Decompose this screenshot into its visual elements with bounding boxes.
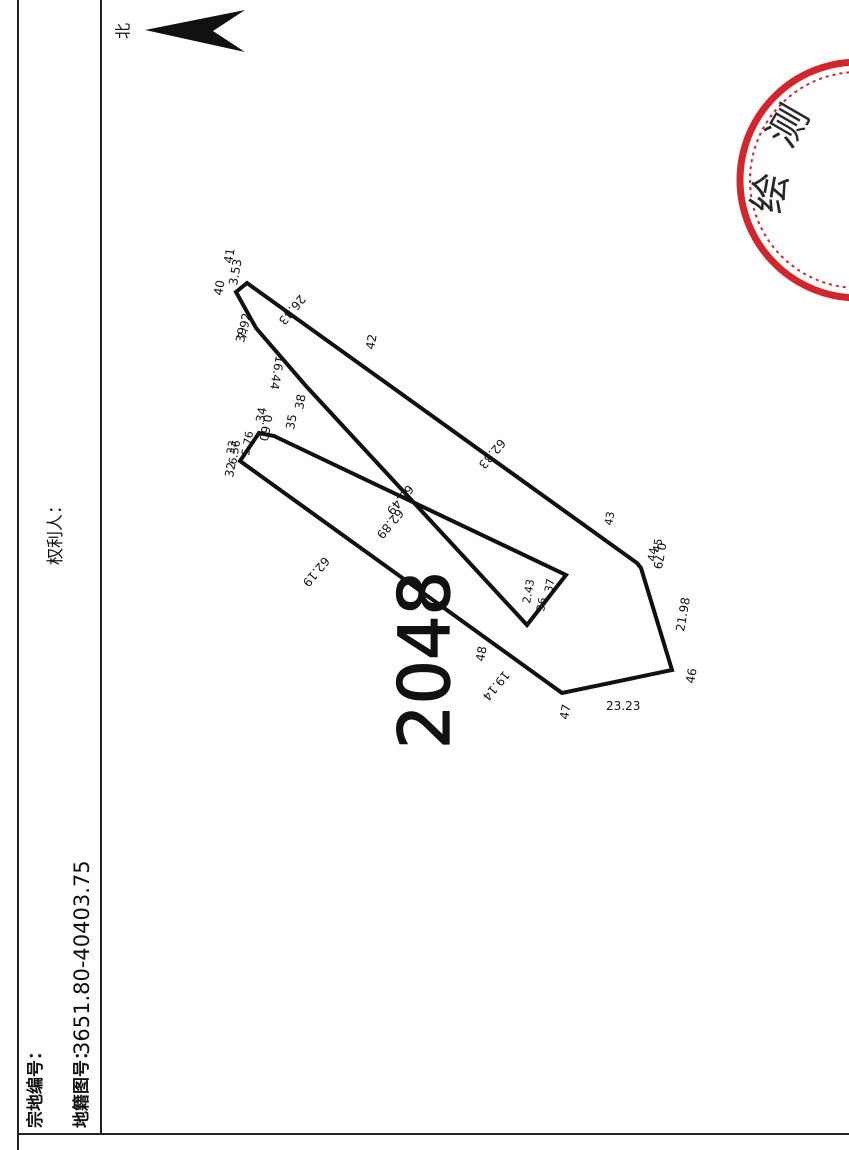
edge-length-label: 5.76 [239,430,256,456]
edge-length-label: 6.56 [226,439,243,465]
point-label: 47 [557,703,573,720]
point-label: 45 [650,537,665,553]
point-label: 39 [233,326,249,343]
svg-text:绘: 绘 [745,169,797,216]
point-label: 41 [221,247,237,264]
point-label: 38 [292,393,308,410]
point-label: 43 [602,510,617,526]
point-label: 36 [534,596,549,612]
frame-bottom-line [17,1133,849,1135]
edge-length-label: 0.60 [256,413,274,442]
north-label: 北 [114,23,133,39]
point-label: 42 [363,333,379,350]
edge-length-label: 16.44 [267,354,287,390]
parcel-id: 2048 [384,571,466,749]
point-label: 35 [283,413,299,430]
edge-length-label: 0.79 [650,541,668,570]
edge-length-label: 7.92 [235,312,253,341]
point-label: 44 [645,546,660,562]
point-label: 34 [253,406,269,423]
point-label: 40 [211,279,227,296]
edge-length-label: 62.19 [300,554,333,589]
north-arrow-icon [145,10,245,52]
point-label: 32 [222,461,238,478]
point-label: 33 [224,439,239,455]
frame-left-line [17,0,19,1150]
point-labels: 41 40 39 38 42 43 44 45 46 47 48 32 33 3… [211,247,699,720]
parcel-outer-boundary [233,280,675,696]
edge-length-label: 19.14 [480,668,513,703]
edge-length-label: 23.23 [606,699,640,713]
official-seal: 测 绘 [736,58,849,302]
edge-length-label: 21.98 [673,596,693,632]
point-label: 46 [683,667,699,684]
point-label: 48 [473,645,489,662]
edge-length-label: 3.53 [226,258,244,287]
point-label: 37 [542,577,557,593]
edge-length-label: 2.43 [520,578,537,604]
frame-header-divider [100,0,102,1134]
